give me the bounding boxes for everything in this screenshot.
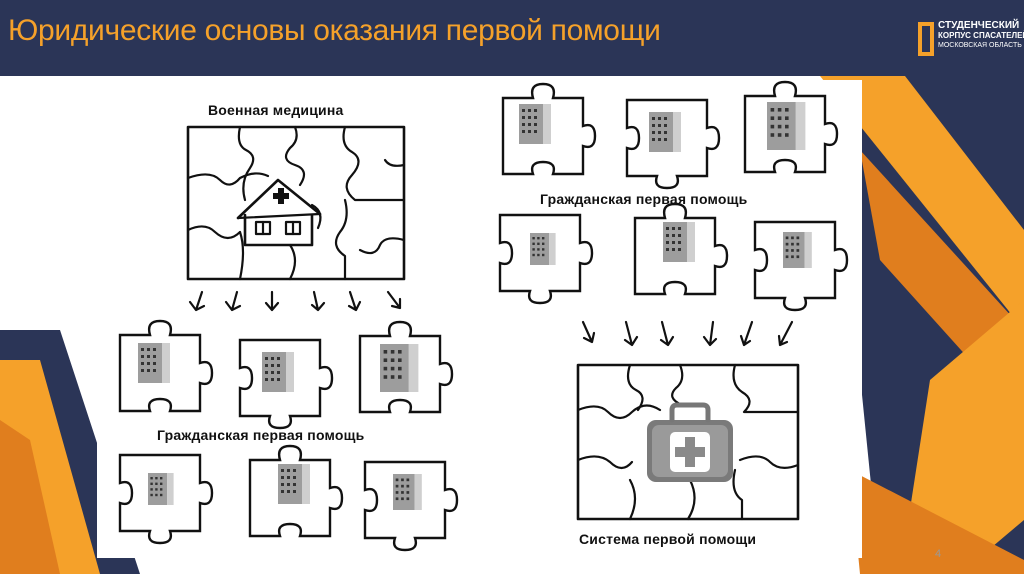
- logo-line-3: МОСКОВСКАЯ ОБЛАСТЬ: [938, 42, 1022, 49]
- logo-line-1: СТУДЕНЧЕСКИЙ: [938, 20, 1020, 31]
- puzzle-piece-building-icon: [498, 213, 594, 305]
- slide-title: Юридические основы оказания первой помощ…: [8, 14, 661, 47]
- right-bottom-stripe: [850, 470, 1024, 574]
- puzzle-piece-building-icon: [363, 460, 459, 552]
- rescuer-corps-logo-icon: [918, 22, 934, 56]
- civil-first-aid-label-right: Гражданская первая помощь: [540, 191, 748, 207]
- first-aid-system-label: Система первой помощи: [579, 531, 757, 547]
- puzzle-piece-building-icon: [248, 444, 344, 538]
- header-band: [0, 0, 1024, 76]
- first-aid-diagram: [186, 125, 800, 521]
- system-puzzle-frame: [576, 363, 800, 521]
- military-medicine-label: Военная медицина: [208, 102, 344, 118]
- civil-first-aid-label-left: Гражданская первая помощь: [157, 427, 365, 443]
- field-hospital-house-icon: [236, 178, 322, 247]
- military-puzzle-frame: [186, 125, 406, 281]
- puzzle-piece-building-icon: [358, 320, 454, 414]
- right-orange-stripe: [820, 76, 1024, 330]
- puzzle-piece-building-icon: [118, 453, 214, 545]
- left-dark-orange-stripe: [0, 420, 60, 574]
- page-number: 4: [935, 548, 942, 560]
- arrows-right-group: [581, 320, 794, 347]
- puzzle-piece-building-icon: [238, 338, 334, 430]
- puzzle-piece-building-icon: [118, 319, 214, 413]
- arrows-left-group: [188, 290, 402, 312]
- puzzle-piece-building-icon: [501, 82, 597, 176]
- puzzle-piece-building-icon: [743, 80, 839, 174]
- puzzle-piece-building-icon: [753, 220, 849, 312]
- logo-line-2: КОРПУС СПАСАТЕЛЕЙ: [938, 31, 1024, 40]
- puzzle-piece-building-icon: [633, 202, 729, 296]
- first-aid-kit-icon: [647, 402, 733, 482]
- right-lower-orange: [900, 300, 1024, 574]
- puzzle-piece-building-icon: [625, 98, 721, 190]
- rescuer-corps-logo-text: СТУДЕНЧЕСКИЙ КОРПУС СПАСАТЕЛЕЙ МОСКОВСКА…: [938, 20, 1024, 50]
